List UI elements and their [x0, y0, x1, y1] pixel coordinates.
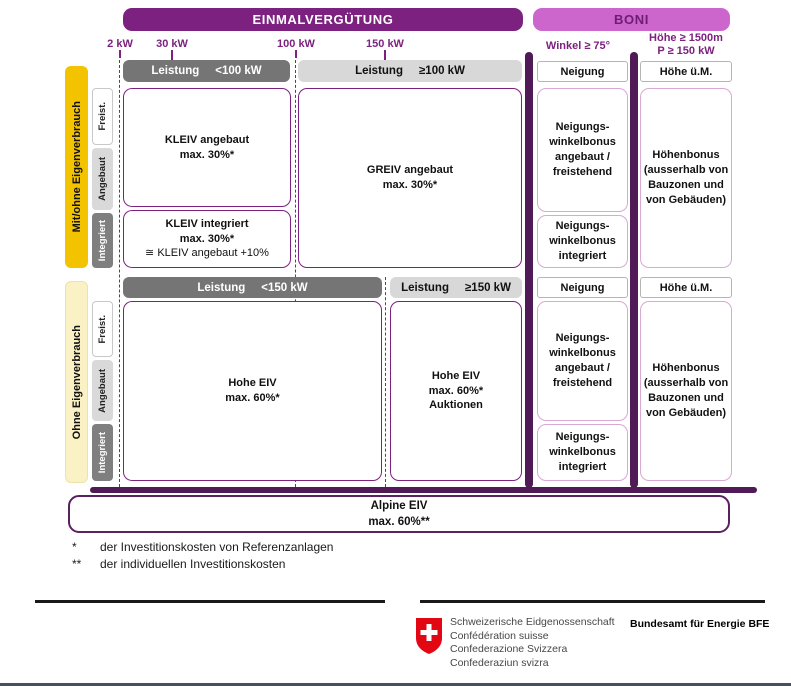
leistung-header-ge150: Leistung ≥150 kW — [390, 277, 522, 298]
footnote-text-1: der Investitionskosten von Referenzanlag… — [100, 540, 334, 554]
divider-bar-eiv-boni — [525, 52, 533, 488]
neigungsbonus-integriert-box-1: Neigungs- winkelbonus integriert — [537, 215, 628, 268]
scale-label-150kw: 150 kW — [366, 38, 404, 50]
confederation-line: Confederaziun svizra — [450, 656, 549, 669]
hohe-eiv-box: Hohe EIV max. 60%* — [123, 301, 382, 481]
group-label-mit-ohne-eigenverbrauch: Mit/ohne Eigenverbrauch — [65, 66, 88, 268]
leistung-header-lt100: Leistung <100 kW — [123, 60, 290, 82]
dashed-line-100kw — [295, 50, 296, 487]
kleiv-integriert-box: KLEIV integriert max. 30%* ≅ KLEIV angeb… — [123, 210, 291, 268]
dashed-line-2kw — [119, 50, 120, 487]
mount-type-integriert-2: Integriert — [92, 424, 113, 481]
divider-bar-neigung-hoehe — [630, 52, 638, 488]
leistung-value-ge100: ≥100 kW — [418, 65, 465, 77]
footer-rule-left — [35, 600, 385, 603]
neigungsbonus-integriert-box-2: Neigungs- winkelbonus integriert — [537, 424, 628, 481]
leistung-header-lt150: Leistung <150 kW — [123, 277, 382, 298]
dashed-line-150kw — [385, 277, 386, 487]
footer-rule-right — [420, 600, 765, 603]
confederation-text: Schweizerische Eidgenossenschaft Confédé… — [450, 616, 630, 670]
swiss-cross-icon — [415, 617, 443, 655]
leistung-value-ge150: ≥150 kW — [464, 281, 511, 294]
scale-label-hoehe: Höhe ≥ 1500m P ≥ 150 kW — [649, 32, 723, 57]
neigungsbonus-angebaut-box-1: Neigungs- winkelbonus angebaut / freiste… — [537, 88, 628, 212]
mount-type-integriert-1: Integriert — [92, 213, 113, 268]
hohe-eiv-auktionen-box: Hohe EIV max. 60%* Auktionen — [390, 301, 522, 481]
leistung-value-lt150: <150 kW — [261, 281, 308, 294]
mount-type-freist-2: Freist. — [92, 301, 113, 357]
office-name: Bundesamt für Energie BFE — [630, 618, 770, 630]
scale-label-100kw: 100 kW — [277, 38, 315, 50]
hoehenbonus-box-1: Höhenbonus (ausserhalb von Bauzonen und … — [640, 88, 732, 268]
footnote-marker-1: * — [72, 540, 77, 554]
leistung-header-ge100: Leistung ≥100 kW — [298, 60, 522, 82]
leistung-value-lt100: <100 kW — [215, 65, 262, 77]
tick-100kw — [295, 50, 297, 58]
confederation-line: Confederazione Svizzera — [450, 643, 568, 655]
kleiv-integriert-note: ≅ KLEIV angebaut +10% — [145, 247, 269, 260]
hoehenbonus-box-2: Höhenbonus (ausserhalb von Bauzonen und … — [640, 301, 732, 481]
tick-2kw — [119, 50, 121, 58]
alpine-eiv-box: Alpine EIV max. 60%** — [68, 495, 730, 533]
leistung-label: Leistung — [151, 65, 200, 77]
leistung-label: Leistung — [401, 281, 449, 294]
scale-label-30kw: 30 kW — [156, 38, 188, 50]
mount-type-freist-1: Freist. — [92, 88, 113, 145]
boni-title-bar: BONI — [533, 8, 730, 31]
confederation-line: Schweizerische Eidgenossenschaft — [450, 616, 615, 628]
footnote-text-2: der individuellen Investitionskosten — [100, 557, 286, 571]
bottom-edge-line — [0, 683, 791, 686]
neigungsbonus-angebaut-box-2: Neigungs- winkelbonus angebaut / freiste… — [537, 301, 628, 421]
kleiv-angebaut-box: KLEIV angebaut max. 30%* — [123, 88, 291, 207]
einmalverguetung-title-bar: EINMALVERGÜTUNG — [123, 8, 523, 31]
scale-label-winkel: Winkel ≥ 75° — [545, 40, 611, 52]
neigung-header-2: Neigung — [537, 277, 628, 298]
mount-type-angebaut-1: Angebaut — [92, 148, 113, 210]
hoehe-header-2: Höhe ü.M. — [640, 277, 732, 298]
mount-type-angebaut-2: Angebaut — [92, 360, 113, 421]
greiv-angebaut-box: GREIV angebaut max. 30%* — [298, 88, 522, 268]
confederation-line: Confédération suisse — [450, 629, 549, 642]
hoehe-header-1: Höhe ü.M. — [640, 61, 732, 82]
leistung-label: Leistung — [197, 281, 246, 294]
footnote-marker-2: ** — [72, 557, 82, 571]
divider-bar-bottom — [90, 487, 757, 493]
kleiv-integriert-main: KLEIV integriert max. 30%* — [165, 217, 249, 245]
leistung-label: Leistung — [355, 65, 403, 77]
neigung-header-1: Neigung — [537, 61, 628, 82]
scale-label-2kw: 2 kW — [107, 38, 133, 50]
group-label-ohne-eigenverbrauch: Ohne Eigenverbrauch — [65, 281, 88, 483]
